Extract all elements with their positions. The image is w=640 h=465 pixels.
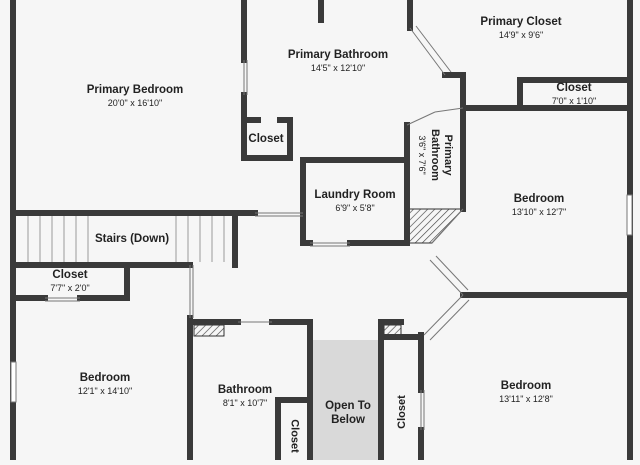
room-name: Laundry Room [314,189,396,201]
room-label-primary-closet: Primary Closet 14'9" x 9'6" [480,15,561,41]
room-name-line2: Below [331,414,365,426]
room-label-primary-bathroom-small: Primary Bathroom 3'6" x 7'6" [416,129,454,181]
room-name: Bedroom [513,193,565,205]
room-name: Primary Closet [480,16,562,28]
stair-treads [27,216,225,262]
room-name: Closet [556,82,592,94]
room-dims: 7'0" x 1'10" [551,96,597,106]
room-name: Bedroom [79,372,131,384]
room-name: Primary Bathroom [287,49,389,61]
room-name-line1: Open To [325,400,371,412]
room-dims: 14'5" x 12'10" [310,63,366,73]
room-name: Closet [52,269,88,281]
room-dims: 12'1" x 14'10" [77,386,133,396]
hatched-fixture [406,208,465,244]
room-label-stairs: Stairs (Down) [91,232,173,246]
windows [10,194,633,403]
room-dims: 7'7" x 2'0" [50,283,90,293]
room-name: Stairs (Down) [94,233,170,245]
room-label-closet-small: Closet [248,132,283,146]
room-dims: 8'1" x 10'7" [222,398,268,408]
room-name: Closet [288,419,301,453]
room-name: Closet [396,395,408,429]
room-name: Bedroom [500,380,552,392]
hatched-fixture [193,324,225,337]
room-label-closet-vertical: Closet [396,395,408,429]
room-label-closet-left: Closet 7'7" x 2'0" [50,268,89,294]
room-label-closet-bottom: Closet [288,419,301,453]
room-dims: 13'11" x 12'8" [499,394,553,404]
room-dims: 20'0" x 16'10" [107,98,163,108]
room-dims: 13'10" x 12'7" [511,207,567,217]
room-name: Closet [248,133,284,145]
doors [45,25,470,430]
room-label-bedroom-bottom-left: Bedroom 12'1" x 14'10" [78,371,132,397]
room-label-primary-bedroom: Primary Bedroom 20'0" x 16'10" [87,83,184,109]
room-label-closet-top-right: Closet 7'0" x 1'10" [552,81,596,107]
room-dims: 14'9" x 9'6" [498,30,544,40]
room-dims: 3'6" x 7'6" [417,135,427,175]
room-label-laundry-room: Laundry Room 6'9" x 5'8" [314,188,395,214]
open-to-below-area [313,340,379,465]
room-name-line2: Bathroom [429,129,441,181]
room-label-bathroom: Bathroom 8'1" x 10'7" [218,383,272,409]
room-dims: 6'9" x 5'8" [335,203,375,213]
room-label-bedroom-bottom-right: Bedroom 13'11" x 12'8" [499,379,553,405]
room-label-open-to-below: Open To Below [325,399,371,427]
room-label-bedroom-right-mid: Bedroom 13'10" x 12'7" [512,192,566,218]
room-name: Primary Bedroom [86,84,184,96]
room-name-line1: Primary [442,134,454,176]
room-label-primary-bathroom: Primary Bathroom 14'5" x 12'10" [288,48,388,74]
room-name: Bathroom [217,384,273,396]
